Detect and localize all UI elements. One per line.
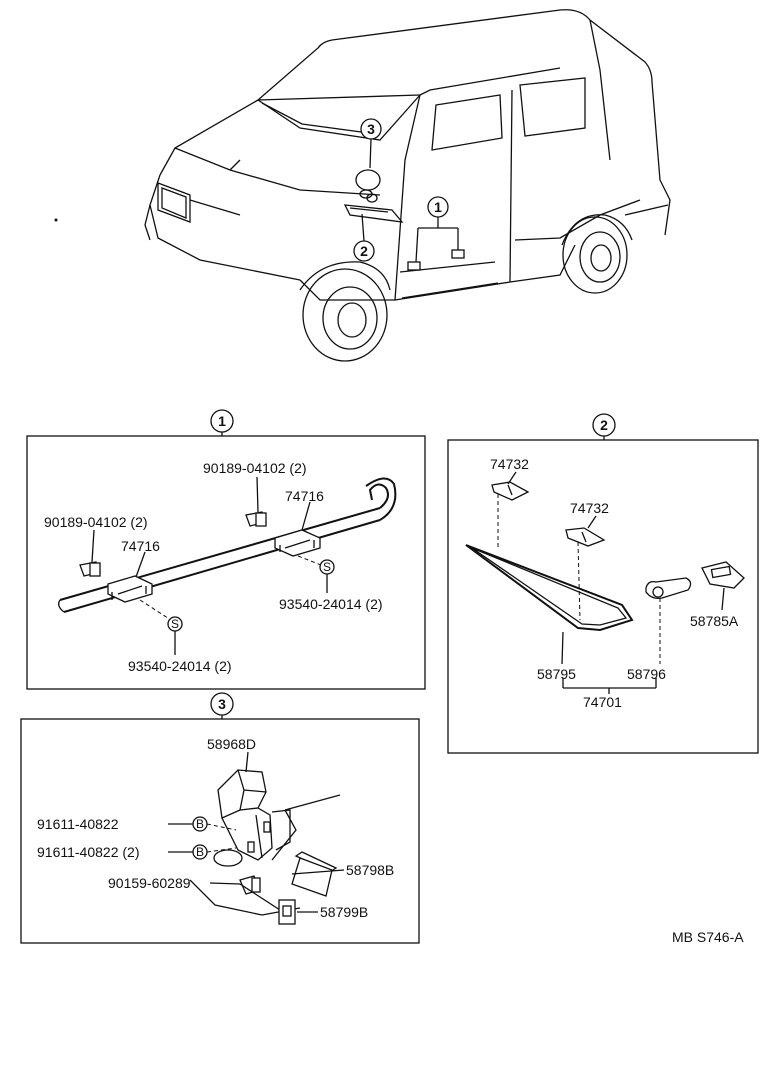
b-mark-b: B — [196, 845, 204, 859]
label-58798b: 58798B — [346, 862, 394, 878]
label-74732-mid: 74732 — [570, 500, 609, 516]
vehicle-callout-3: 3 — [367, 121, 375, 137]
section-3-parts — [168, 751, 345, 925]
label-91611-a: 91611-40822 — [37, 816, 119, 832]
label-90189-right: 90189-04102 (2) — [203, 460, 307, 476]
s-mark-right: S — [323, 560, 331, 574]
label-58795: 58795 — [537, 666, 576, 682]
vehicle-callout-1: 1 — [434, 199, 442, 215]
section-1-parts — [58, 476, 397, 655]
section-2-frame — [447, 413, 759, 754]
label-91611-b: 91611-40822 (2) — [37, 844, 139, 860]
label-90189-left: 90189-04102 (2) — [44, 514, 148, 530]
section-1-number: 1 — [218, 413, 226, 429]
label-58796: 58796 — [627, 666, 666, 682]
section-2-number: 2 — [600, 417, 608, 433]
label-90159: 90159-60289 — [108, 875, 191, 891]
diagram-id: MB S746-A — [672, 929, 744, 945]
label-74701: 74701 — [583, 694, 622, 710]
section-2-parts — [465, 471, 745, 694]
label-93540-right: 93540-24014 (2) — [279, 596, 383, 612]
label-58799b: 58799B — [320, 904, 368, 920]
s-mark-left: S — [171, 617, 179, 631]
vehicle-callout-2: 2 — [360, 243, 368, 259]
section-1-frame — [26, 409, 426, 690]
label-93540-left: 93540-24014 (2) — [128, 658, 232, 674]
label-74716-left: 74716 — [121, 538, 160, 554]
label-74716-right: 74716 — [285, 488, 324, 504]
label-74732-top: 74732 — [490, 456, 529, 472]
label-58785a: 58785A — [690, 613, 739, 629]
section-3-number: 3 — [218, 696, 226, 712]
b-mark-a: B — [196, 817, 204, 831]
label-58968d: 58968D — [207, 736, 256, 752]
section-3-frame — [20, 692, 420, 944]
vehicle-illustration — [54, 9, 671, 362]
